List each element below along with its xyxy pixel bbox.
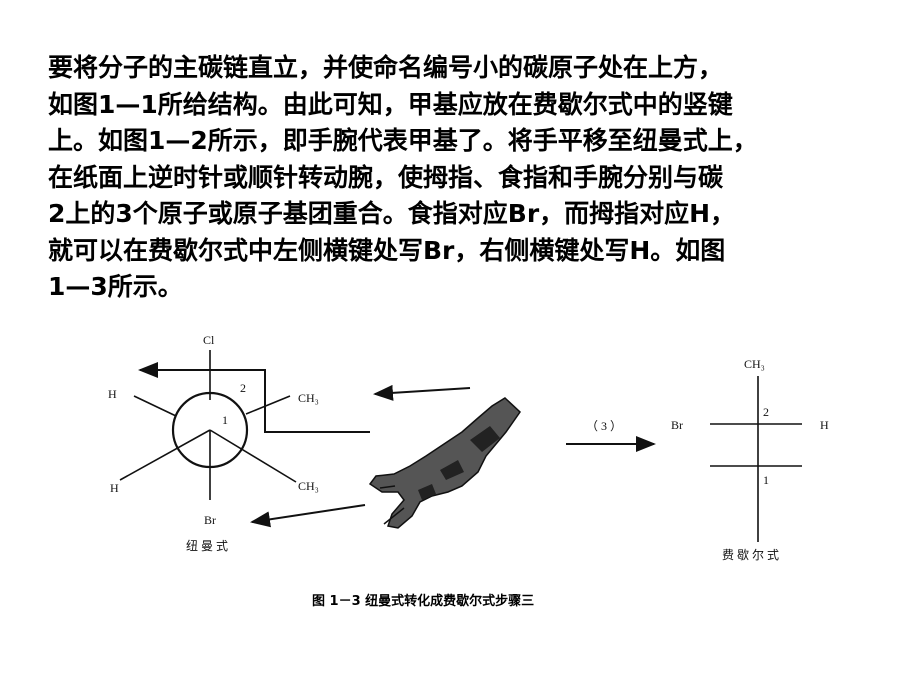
newman-label: 纽 曼 式 xyxy=(186,539,228,553)
newman-top-label: Cl xyxy=(203,333,215,347)
paragraph-line: 就可以在费歇尔式中左侧横键处写Br，右侧横键处写H。如图 xyxy=(48,235,726,265)
finger-line xyxy=(379,485,405,525)
step-label: （ 3 ） xyxy=(586,419,622,433)
bond-center-right xyxy=(209,429,297,483)
figure-caption: 图 1－3 纽曼式转化成费歇尔式步骤三 xyxy=(312,594,535,609)
newman-bottom-label: Br xyxy=(204,513,216,527)
fischer-lower-carbon-number: 1 xyxy=(763,473,769,487)
rotation-arrows xyxy=(138,362,471,528)
newman-front-carbon-number: 1 xyxy=(222,413,228,427)
newman-lower-right-label: CH₃ xyxy=(298,479,319,493)
index-arrow xyxy=(250,504,366,528)
fischer-top-label: CH₃ xyxy=(744,357,765,371)
bond-center-left xyxy=(119,429,211,481)
bond-upper-left xyxy=(133,395,177,417)
wrist-line xyxy=(138,362,370,433)
fischer-right-label: H xyxy=(820,418,829,432)
paragraph: 要将分子的主碳链直立，并使命名编号小的碳原子处在上方， 如图1—1所给结构。由此… xyxy=(48,50,878,306)
bond-upper-right xyxy=(245,395,291,415)
step-arrow-group: （ 3 ） xyxy=(566,419,656,452)
fischer-label: 费 歇 尔 式 xyxy=(722,547,779,562)
paragraph-line: 上。如图1—2所示，即手腕代表甲基了。将手平移至纽曼式上， xyxy=(48,126,758,155)
newman-upper-right-label: CH₃ xyxy=(298,391,319,405)
hand-illustration xyxy=(368,397,521,529)
paragraph-line: 如图1—1所给结构。由此可知，甲基应放在费歇尔式中的竖键 xyxy=(48,89,733,119)
paragraph-line: 1—3所示。 xyxy=(48,272,183,301)
thumb-arrow xyxy=(373,384,471,401)
hand-shape xyxy=(368,397,521,529)
fischer-projection: CH₃ Br H 2 1 费 歇 尔 式 xyxy=(671,357,829,562)
newman-back-carbon-number: 2 xyxy=(240,381,246,395)
paragraph-line: 在纸面上逆时针或顺针转动腕，使拇指、食指和手腕分别与碳 xyxy=(48,162,724,192)
figure-diagram: Cl H CH₃ H CH₃ Br 2 1 纽 曼 式 （ 3 ） CH₃ Br… xyxy=(108,333,829,562)
newman-projection: Cl H CH₃ H CH₃ Br 2 1 纽 曼 式 xyxy=(108,333,319,553)
fischer-left-label: Br xyxy=(671,418,683,432)
paragraph-line: 要将分子的主碳链直立，并使命名编号小的碳原子处在上方， xyxy=(48,53,724,82)
fischer-upper-carbon-number: 2 xyxy=(763,405,769,419)
newman-lower-left-label: H xyxy=(110,481,119,495)
paragraph-line: 2上的3个原子或原子基团重合。食指对应Br，而拇指对应H， xyxy=(48,199,736,228)
hand-shading xyxy=(418,426,500,500)
newman-upper-left-label: H xyxy=(108,387,117,401)
